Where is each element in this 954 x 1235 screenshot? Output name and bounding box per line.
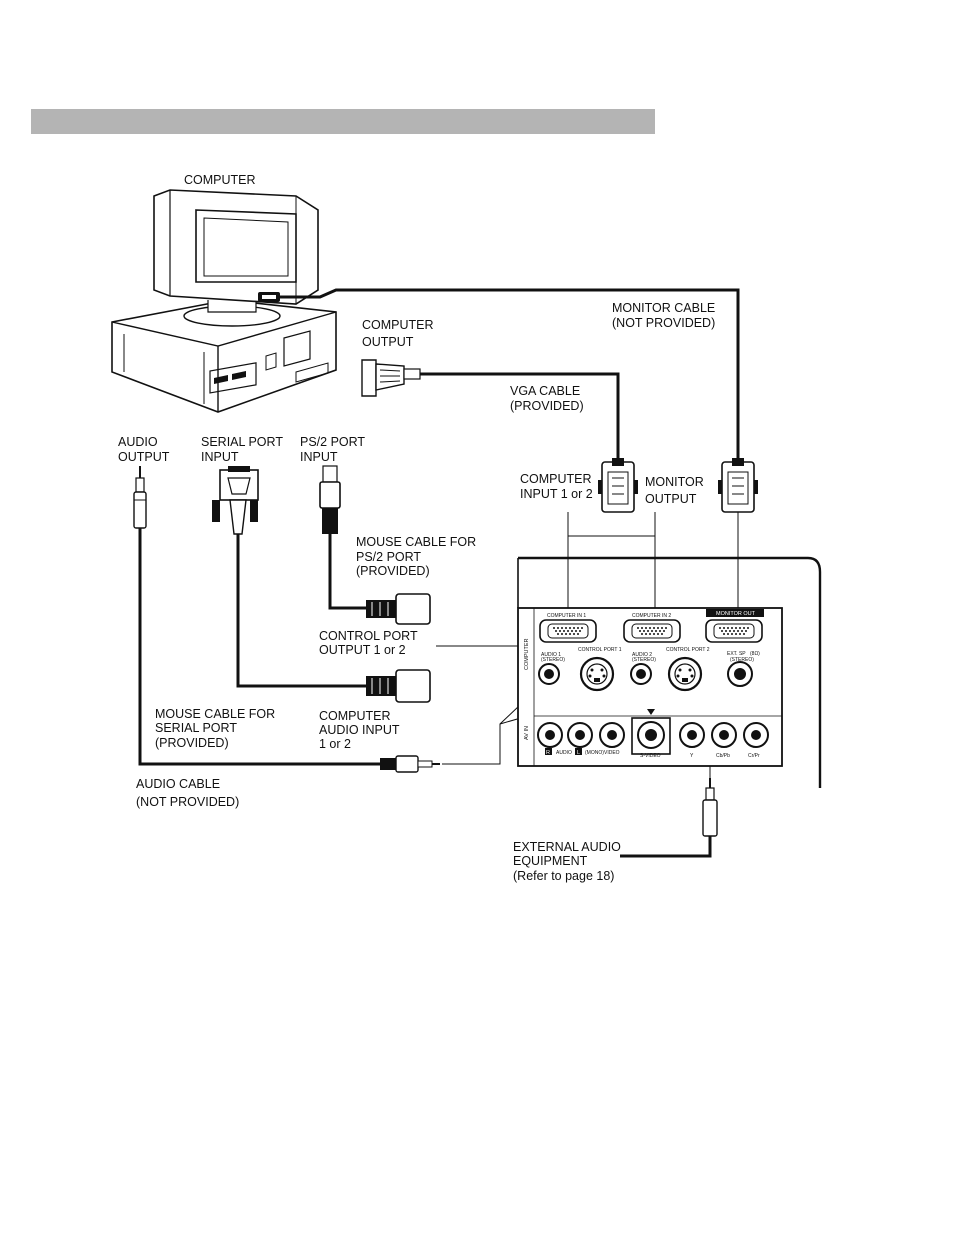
label-vga-cable-2: (PROVIDED) (510, 399, 584, 413)
audio-cable-plug (380, 755, 440, 773)
label-external-audio-3: (Refer to page 18) (513, 869, 614, 883)
label-serial-port-input-1: SERIAL PORT (201, 435, 283, 449)
r-label: R (546, 750, 550, 756)
label-monitor-output-1: MONITOR (645, 475, 704, 489)
label-control-port-output-2: OUTPUT 1 or 2 (319, 643, 406, 657)
audio-1-label: AUDIO 1 (541, 652, 561, 658)
s-video-label: S-VIDEO (640, 753, 661, 759)
label-monitor-cable-1: MONITOR CABLE (612, 301, 715, 315)
computer-in-1-port (539, 619, 597, 643)
audio-output-plug (133, 466, 147, 529)
label-external-audio-2: EQUIPMENT (513, 854, 588, 868)
control-port-2 (667, 656, 703, 692)
label-computer-audio-input-2: AUDIO INPUT (319, 723, 400, 737)
label-mouse-cable-serial-2: SERIAL PORT (155, 721, 237, 735)
external-audio-plug (702, 778, 718, 837)
label-computer-input-1: COMPUTER (520, 472, 592, 486)
ext-sp-stereo-label: (STEREO) (730, 657, 754, 663)
ext-sp-label: EXT. SP (727, 651, 746, 657)
label-mouse-cable-ps2-2: PS/2 PORT (356, 550, 421, 564)
vga-connector-computer-input (598, 458, 638, 513)
monitor-out-label: MONITOR OUT (716, 611, 756, 617)
label-serial-port-input-2: INPUT (201, 450, 239, 464)
label-external-audio-1: EXTERNAL AUDIO (513, 840, 621, 854)
av-in-side-label: AV IN (524, 726, 530, 740)
label-mouse-cable-ps2-3: (PROVIDED) (356, 564, 430, 578)
label-computer-audio-input-1: COMPUTER (319, 709, 391, 723)
label-monitor-output-2: OUTPUT (645, 492, 697, 506)
audio-label: AUDIO (556, 750, 572, 756)
monitor-out-port (705, 619, 763, 643)
control-port-1 (579, 656, 615, 692)
ext-sp-unit-label: (8Ω) (750, 651, 760, 657)
label-monitor-cable-2: (NOT PROVIDED) (612, 316, 715, 330)
audio-2-jack (630, 663, 652, 685)
ps2-port-plug (319, 465, 341, 534)
computer-in-1-label: COMPUTER IN 1 (547, 613, 586, 619)
label-audio-output-1: AUDIO (118, 435, 158, 449)
serial-port-plug (212, 466, 259, 535)
av-in-jacks (537, 709, 769, 755)
label-mouse-cable-ps2-1: MOUSE CABLE FOR (356, 535, 476, 549)
audio-2-label: AUDIO 2 (632, 652, 652, 658)
y-label: Y (690, 753, 694, 759)
label-ps2-port-input-2: INPUT (300, 450, 338, 464)
computer-in-2-port (623, 619, 681, 643)
label-computer-input-2: INPUT 1 or 2 (520, 487, 593, 501)
video-label: VIDEO (604, 750, 620, 756)
callout-labels: COMPUTER MONITOR CABLE (NOT PROVIDED) CO… (118, 173, 715, 883)
audio-1-stereo-label: (STEREO) (541, 657, 565, 663)
computer-in-2-label: COMPUTER IN 2 (632, 613, 671, 619)
label-mouse-cable-serial-1: MOUSE CABLE FOR (155, 707, 275, 721)
label-computer-audio-input-3: 1 or 2 (319, 737, 351, 751)
label-audio-cable-1: AUDIO CABLE (136, 777, 220, 791)
cb-pb-label: Cb/Pb (716, 753, 730, 759)
computer-illustration (111, 189, 337, 413)
mouse-cable-ps2-plug (366, 593, 431, 625)
label-computer: COMPUTER (184, 173, 256, 187)
projector-terminal-panel: COMPUTER IN 1 COMPUTER IN 2 MONITOR OUT … (517, 607, 783, 767)
label-computer-output-1: COMPUTER (362, 318, 434, 332)
label-mouse-cable-serial-3: (PROVIDED) (155, 736, 229, 750)
cr-pr-label: Cr/Pr (748, 753, 760, 759)
l-label: L (577, 750, 580, 756)
label-ps2-port-input-1: PS/2 PORT (300, 435, 365, 449)
control-port-1-label: CONTROL PORT 1 (578, 647, 622, 653)
computer-side-label: COMPUTER (524, 639, 530, 671)
section-header-bar (31, 109, 655, 134)
control-port-2-label: CONTROL PORT 2 (666, 647, 710, 653)
label-computer-output-2: OUTPUT (362, 335, 414, 349)
vga-connector-monitor-output (718, 458, 758, 513)
label-audio-cable-2: (NOT PROVIDED) (136, 795, 239, 809)
cables (138, 288, 822, 858)
mono-label: (MONO) (585, 750, 604, 756)
mouse-cable-serial-plug (366, 669, 431, 703)
ext-sp-jack (727, 661, 753, 687)
label-control-port-output-1: CONTROL PORT (319, 629, 418, 643)
audio-2-stereo-label: (STEREO) (632, 657, 656, 663)
audio-1-jack (538, 663, 560, 685)
label-vga-cable-1: VGA CABLE (510, 384, 580, 398)
computer-output-port (361, 359, 421, 397)
label-audio-output-2: OUTPUT (118, 450, 170, 464)
